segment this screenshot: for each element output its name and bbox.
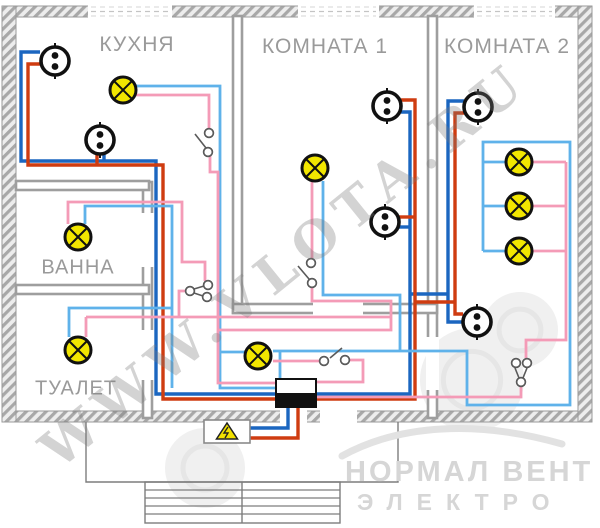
switch-icon: [201, 291, 213, 303]
switch-lever: [297, 265, 310, 280]
lamp-cross: [67, 226, 89, 248]
outlet-pin: [473, 313, 481, 320]
switch-lever: [194, 133, 207, 149]
wire-power_red: [249, 407, 300, 440]
wire-pink: [208, 156, 278, 385]
wire-pink: [316, 358, 365, 384]
wire-pink: [316, 386, 523, 399]
inner-wall: [14, 283, 151, 296]
lamp-cross: [112, 79, 134, 101]
outlet-pin: [473, 324, 481, 331]
switch-lever: [522, 367, 528, 379]
room-label-toilet: ТУАЛЕТ: [34, 377, 118, 400]
lamp-cross: [508, 240, 530, 262]
wire-power_red: [316, 98, 417, 401]
switch-icon: [184, 285, 196, 297]
outlet-icon: [369, 206, 401, 238]
room-label-kitchen: КУХНЯ: [99, 33, 175, 56]
outlet-pin: [383, 97, 391, 104]
outlet-icon: [39, 45, 71, 77]
logo-swoosh: [338, 425, 566, 460]
distribution-panel-black: [276, 393, 316, 407]
wire-light_blue: [67, 306, 172, 337]
wire-pink: [218, 287, 393, 332]
switch-lever: [193, 285, 205, 290]
switch-icon: [203, 127, 215, 139]
outlet-pin: [474, 98, 482, 105]
watermark-blob: [482, 292, 558, 368]
inner-wall: [231, 14, 244, 315]
switch-icon: [515, 376, 527, 388]
switch-icon: [202, 146, 214, 158]
wire-light_blue: [136, 84, 278, 390]
lightning-bolt-icon: [222, 426, 230, 439]
door-opening: [313, 302, 363, 315]
high-voltage-triangle: [215, 421, 239, 440]
switch-icon: [521, 357, 533, 369]
outlet-icon: [462, 91, 494, 123]
door-opening: [426, 337, 439, 390]
inner-wall: [426, 14, 439, 420]
wire-pink: [66, 200, 207, 281]
wire-light_blue: [83, 204, 174, 388]
wire-pink: [177, 289, 185, 317]
switch-lever: [329, 347, 343, 359]
wire-power_blue: [19, 50, 278, 396]
watermark-swirl: [440, 348, 504, 412]
lamp-cross: [304, 157, 326, 179]
lamp-cross: [508, 151, 530, 173]
door-opening: [140, 330, 154, 380]
switch-lever: [514, 367, 520, 379]
inner-wall: [14, 179, 151, 192]
wire-power_blue: [249, 407, 290, 430]
switch-icon: [202, 279, 214, 291]
outer-wall: [577, 5, 593, 423]
wire-light_blue: [273, 140, 572, 407]
outlet-pin: [51, 52, 59, 59]
outer-wall: [1, 5, 17, 423]
outlet-icon: [371, 90, 403, 122]
outlet-pin: [381, 224, 389, 231]
watermark-swirl: [496, 306, 544, 354]
switch-icon: [318, 355, 330, 367]
outlet-icon: [84, 124, 116, 156]
switch-icon: [339, 354, 351, 366]
door-opening: [140, 213, 154, 267]
wire-pink: [136, 93, 211, 129]
switch-lever: [193, 292, 204, 297]
lamp-cross: [508, 195, 530, 217]
lamp-cross: [67, 339, 89, 361]
switch-icon: [510, 357, 522, 369]
outlet-icon: [461, 306, 493, 338]
wire-power_red: [453, 111, 464, 316]
outlet-pin: [474, 109, 482, 116]
outlet-pin: [381, 213, 389, 220]
switch-icon: [305, 257, 317, 269]
wire-pink: [524, 251, 568, 358]
door-opening: [320, 410, 357, 424]
room-label-room2: КОМНАТА 2: [443, 35, 571, 58]
outlet-pin: [51, 63, 59, 70]
wire-light_blue: [321, 181, 402, 351]
wire-power_blue: [446, 99, 464, 324]
wire-power_blue: [316, 110, 412, 396]
outlet-pin: [383, 108, 391, 115]
outlet-pin: [96, 142, 104, 149]
room-label-bath: ВАННА: [41, 256, 115, 279]
switch-icon: [306, 277, 318, 289]
outlet-pin: [96, 131, 104, 138]
lamp-cross: [247, 345, 269, 367]
room-label-room1: КОМНАТА 1: [261, 35, 389, 58]
watermark-blob: [165, 428, 245, 508]
door-opening: [280, 410, 307, 424]
